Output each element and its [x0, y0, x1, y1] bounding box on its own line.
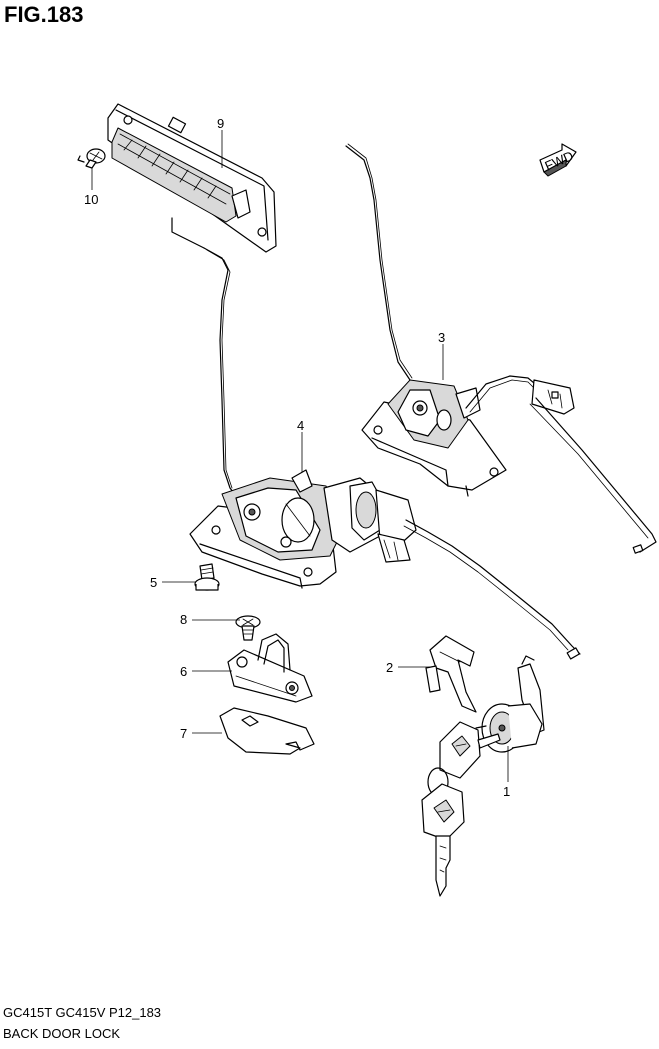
figure-title: FIG.183 [4, 2, 84, 27]
part-10-screw[interactable] [77, 148, 106, 169]
part-6-striker[interactable] [227, 633, 313, 703]
label-part-9: 9 [217, 116, 224, 131]
part-3-latch-upper[interactable] [361, 375, 575, 497]
label-part-2: 2 [386, 660, 393, 675]
part-2-clip[interactable] [425, 635, 477, 713]
part-5-bolt[interactable] [194, 563, 220, 591]
part-labels: 9 10 3 4 5 8 6 7 2 1 [84, 116, 510, 799]
label-part-10: 10 [84, 192, 98, 207]
label-part-7: 7 [180, 726, 187, 741]
model-code-line: GC415T GC415V P12_183 [3, 1005, 162, 1020]
part-8-screw[interactable] [235, 615, 261, 641]
part-4-latch-lower[interactable] [189, 469, 581, 660]
lower-right-rod [535, 397, 657, 553]
label-part-8: 8 [180, 612, 187, 627]
part-9-door-handle[interactable] [107, 103, 277, 253]
label-part-3: 3 [438, 330, 445, 345]
label-part-5: 5 [150, 575, 157, 590]
label-part-1: 1 [503, 784, 510, 799]
label-part-6: 6 [180, 664, 187, 679]
leader-lines [91, 130, 509, 782]
fwd-direction-arrow: FWD [539, 143, 577, 177]
part-7-shim[interactable] [219, 707, 315, 755]
upper-link-rod [345, 145, 419, 391]
part-1-lock-cylinder[interactable] [421, 655, 545, 897]
handle-link-rod [203, 247, 237, 497]
section-name: BACK DOOR LOCK [3, 1026, 121, 1041]
label-part-4: 4 [297, 418, 304, 433]
